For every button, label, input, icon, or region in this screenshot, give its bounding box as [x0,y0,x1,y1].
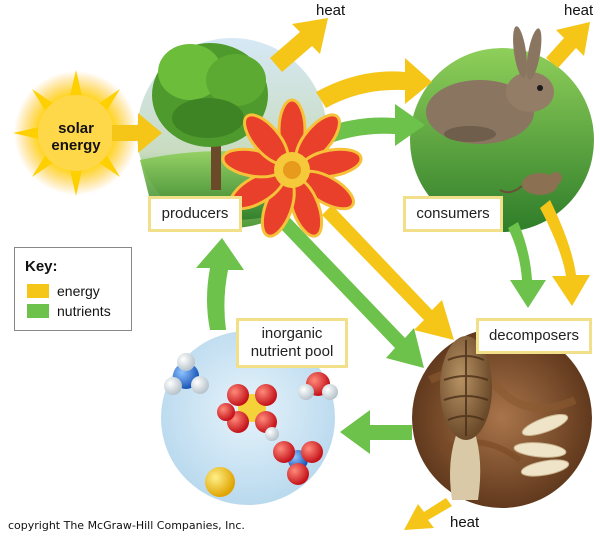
decomposers-label: decomposers [476,318,592,354]
inorganic-pool-label-line2: nutrient pool [250,343,334,360]
producers-label: producers [148,196,242,232]
arrow-producers-to-decomposers-nutrients [280,218,424,368]
nutrients-key-label: nutrients [57,303,111,319]
consumers-label: consumers [403,196,503,232]
arrow-producers-to-decomposers-energy [322,205,454,340]
arrow-producers-to-consumers-energy [316,58,432,108]
energy-arrows [112,18,590,530]
energy-swatch [27,284,49,298]
arrow-decomposers-to-pool-nutrients [340,410,412,454]
inorganic-pool-label: inorganic nutrient pool [236,318,348,368]
nutrient-arrows [196,104,546,454]
solar-energy-label: solar energy [51,120,101,154]
heat-label-top-center: heat [316,2,346,19]
arrow-sun-to-producers-energy [112,113,162,153]
arrow-pool-to-producers-nutrients [196,238,244,330]
mouse-image [499,172,562,195]
rabbit-image [426,26,554,144]
heat-label-top-right: heat [564,2,594,19]
heat-label-bottom: heat [450,514,480,531]
energy-key-label: energy [57,283,100,299]
arrow-producers-to-consumers-nutrients [322,104,425,146]
arrow-decomposers-to-heat-energy [404,498,452,530]
inorganic-pool-label-line1: inorganic [261,325,323,342]
tree-image [152,43,268,190]
copyright-notice: copyright The McGraw-Hill Companies, Inc… [8,519,245,532]
key-title: Key: [25,258,58,275]
key-legend: Key: energy nutrients [14,247,132,331]
molecules-image [164,353,338,497]
nutrients-swatch [27,304,49,318]
flower-image [221,98,363,238]
larvae-image [513,413,570,477]
arrow-producers-to-heat-energy [270,18,328,72]
arrow-consumers-to-decomposers-nutrients [508,222,546,308]
mushroom-image [440,336,492,500]
arrow-consumers-to-heat-energy [546,22,590,68]
molecule-sulfur-yellow [205,467,235,497]
arrow-consumers-to-decomposers-energy [540,200,590,306]
